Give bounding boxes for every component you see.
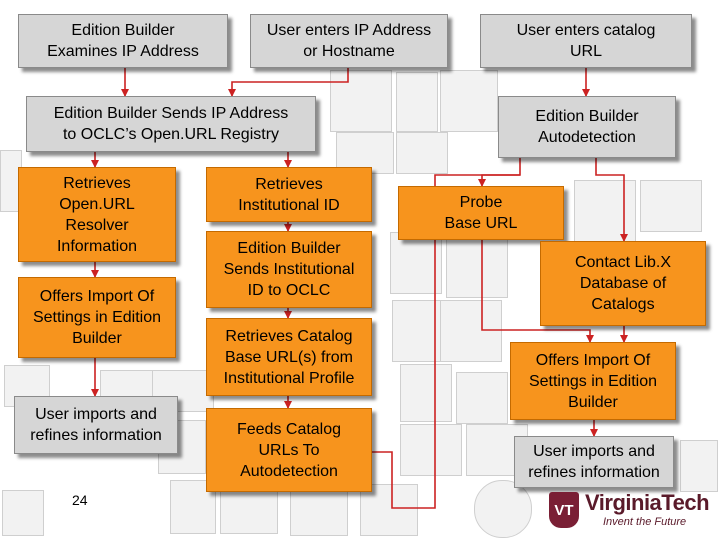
box-contact-libx-label: Contact Lib.X Database of Catalogs bbox=[574, 254, 672, 313]
box-sends-registry-label: Edition Builder Sends IP Address to OCLC… bbox=[53, 105, 289, 143]
box-contact-libx: Contact Lib.X Database of Catalogs bbox=[540, 241, 706, 326]
logo-name: VirginiaTech bbox=[585, 490, 710, 515]
box-retrieves-inst-id: Retrieves Institutional ID bbox=[206, 167, 372, 222]
box-autodetection: Edition Builder Autodetection bbox=[498, 96, 676, 158]
box-examines-ip: Edition Builder Examines IP Address bbox=[18, 14, 228, 68]
background-logo-icon bbox=[360, 484, 418, 536]
logo-tagline: Invent the Future bbox=[603, 516, 687, 528]
page-number: 24 bbox=[72, 492, 88, 508]
virginia-tech-logo: VT VirginiaTech Invent the Future bbox=[549, 490, 710, 534]
background-logo-icon bbox=[330, 70, 392, 132]
box-offers-import-right-label: Offers Import Of Settings in Edition Bui… bbox=[528, 351, 658, 411]
box-sends-inst-id-label: Edition Builder Sends Institutional ID t… bbox=[223, 240, 355, 299]
background-logo-icon bbox=[474, 480, 532, 538]
box-probe-base-url: Probe Base URL bbox=[398, 186, 564, 240]
box-user-imports-left: User imports and refines information bbox=[14, 396, 178, 454]
background-logo-icon bbox=[396, 72, 438, 132]
box-user-enters-catalog: User enters catalog URL bbox=[480, 14, 692, 68]
box-feeds-catalog-label: Feeds Catalog URLs To Autodetection bbox=[236, 420, 342, 480]
box-offers-import-right: Offers Import Of Settings in Edition Bui… bbox=[510, 342, 676, 420]
box-offers-import-left: Offers Import Of Settings in Edition Bui… bbox=[18, 277, 176, 358]
background-logo-icon bbox=[574, 180, 636, 242]
box-probe-base-url-label: Probe Base URL bbox=[444, 194, 518, 232]
box-user-imports-left-label: User imports and refines information bbox=[30, 406, 162, 444]
box-sends-registry: Edition Builder Sends IP Address to OCLC… bbox=[26, 96, 316, 152]
background-logo-icon bbox=[400, 364, 452, 422]
arrow-feeds-to-autodetection-loop bbox=[372, 174, 520, 509]
background-logo-icon bbox=[680, 440, 718, 492]
box-feeds-catalog: Feeds Catalog URLs To Autodetection bbox=[206, 408, 372, 492]
background-logo-icon bbox=[440, 70, 498, 132]
box-offers-import-left-label: Offers Import Of Settings in Edition Bui… bbox=[32, 288, 162, 347]
box-retrieves-resolver-label: Retrieves Open.URL Resolver Information bbox=[56, 174, 138, 255]
arrow-autodetection-to-probe bbox=[478, 158, 521, 187]
vt-emblem-icon: VT bbox=[549, 492, 579, 528]
arrow-autodetection-to-libx bbox=[595, 158, 628, 242]
background-logo-icon bbox=[2, 490, 44, 536]
box-user-imports-right-label: User imports and refines information bbox=[528, 443, 660, 481]
background-logo-icon bbox=[396, 132, 448, 174]
box-examines-ip-label: Edition Builder Examines IP Address bbox=[47, 22, 199, 60]
background-logo-icon bbox=[640, 180, 702, 232]
box-retrieves-resolver: Retrieves Open.URL Resolver Information bbox=[18, 167, 176, 262]
background-logo-icon bbox=[440, 300, 502, 362]
box-retrieves-inst-id-label: Retrieves Institutional ID bbox=[238, 175, 340, 214]
box-autodetection-label: Edition Builder Autodetection bbox=[535, 108, 639, 146]
arrow-probe-to-offers bbox=[481, 240, 594, 343]
background-logo-icon bbox=[290, 484, 348, 536]
box-user-imports-right: User imports and refines information bbox=[514, 436, 674, 488]
box-user-enters-catalog-label: User enters catalog URL bbox=[516, 22, 656, 60]
arrow-userip-to-registry bbox=[228, 68, 349, 97]
box-sends-inst-id: Edition Builder Sends Institutional ID t… bbox=[206, 231, 372, 308]
background-logo-icon bbox=[456, 372, 508, 424]
box-user-enters-ip: User enters IP Address or Hostname bbox=[250, 14, 448, 68]
box-retrieves-catalog: Retrieves Catalog Base URL(s) from Insti… bbox=[206, 318, 372, 396]
box-user-enters-ip-label: User enters IP Address or Hostname bbox=[266, 22, 432, 60]
box-retrieves-catalog-label: Retrieves Catalog Base URL(s) from Insti… bbox=[223, 327, 355, 387]
background-logo-icon bbox=[400, 424, 462, 476]
